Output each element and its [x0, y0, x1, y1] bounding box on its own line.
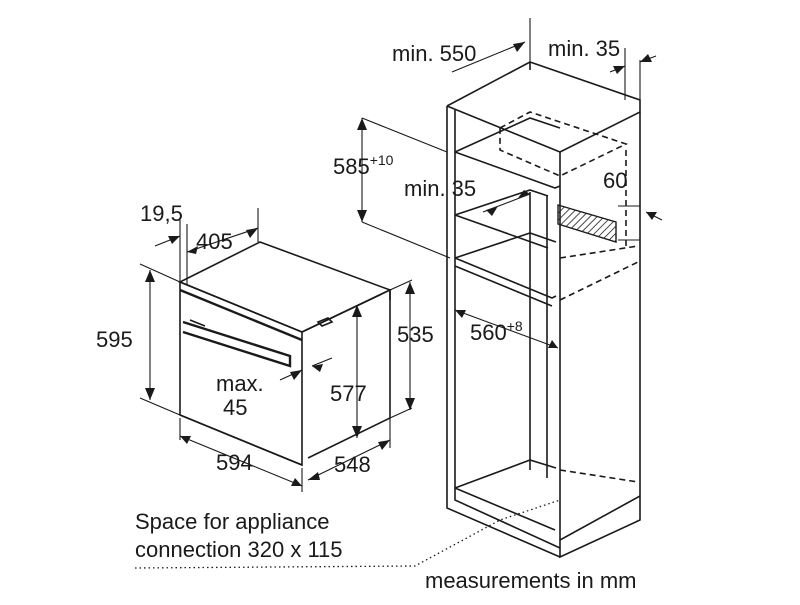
label-rail-gap: min. 35 — [404, 176, 476, 201]
dim-line-niche-width — [454, 309, 559, 349]
arrow-niche-height-bottom — [357, 210, 367, 222]
vent-opening-hatch — [557, 204, 617, 243]
oven-dimensions — [139, 208, 415, 492]
label-cab-depth: min. 550 — [392, 41, 476, 66]
ext-line-body-bottom — [389, 407, 413, 419]
arrow-cab-depth — [513, 42, 525, 52]
label-cab-gap-top: min. 35 — [548, 36, 620, 61]
arrow-oven-depth-right — [378, 440, 390, 450]
label-oven-height: 595 — [96, 327, 133, 352]
arrow-niche-width-right — [548, 340, 558, 348]
label-handle-value: 45 — [223, 395, 247, 420]
dim-line-cab-depth — [451, 41, 526, 73]
oven-handle-bracket — [189, 319, 206, 327]
cabinet-lower-shelf-edge — [454, 265, 553, 307]
cabinet-hidden-bottom — [559, 469, 639, 483]
arrow-rail-gap-a — [486, 206, 498, 216]
arrow-front-thickness — [168, 236, 180, 244]
arrow-oven-width-left — [180, 436, 191, 444]
cabinet-right-side — [559, 112, 641, 559]
arrow-inner-height-top — [352, 305, 362, 317]
label-front-thickness: 19,5 — [140, 201, 183, 226]
oven-door-band — [179, 288, 303, 342]
cabinet-bottom-shelf — [454, 459, 557, 489]
oven — [178, 241, 393, 467]
label-handle-max: max. — [216, 371, 264, 396]
cabinet-bottom-front — [454, 487, 556, 531]
cabinet-hidden-mid2 — [559, 261, 639, 301]
label-connection-line2: connection 320 x 115 — [135, 537, 343, 562]
label-units-note: measurements in mm — [425, 568, 637, 593]
oven-body-side — [301, 288, 391, 459]
labels: min. 550 min. 35 585+10 min. 35 60 560+8… — [96, 36, 637, 593]
cabinet-inner-left — [454, 110, 561, 549]
arrow-niche-height-top — [357, 118, 367, 130]
cabinet-hidden-top — [499, 111, 629, 177]
arrow-gap-top-right — [640, 54, 652, 62]
cabinet — [446, 61, 641, 559]
ext-line-niche-bottom — [361, 221, 451, 259]
ext-line-height-bottom — [139, 397, 181, 416]
dim-handle-b — [311, 357, 333, 367]
cabinet-lower-shelf — [454, 232, 557, 259]
connection-leader — [134, 499, 561, 569]
arrow-body-height-bottom — [405, 398, 415, 410]
label-niche-width: 560+8 — [470, 318, 523, 345]
dim-front-offset — [186, 227, 259, 253]
oven-top — [178, 241, 393, 333]
label-body-height: 535 — [397, 322, 434, 347]
cabinet-rail-upper — [454, 189, 549, 216]
ext-line-height-top — [139, 263, 181, 283]
arrow-oven-width-right — [291, 478, 302, 486]
ext-line-body-top — [389, 279, 413, 291]
arrow-front-offset-b — [246, 228, 258, 238]
label-oven-depth: 548 — [334, 452, 371, 477]
cabinet-top-outline — [446, 61, 641, 153]
oven-handle — [182, 320, 292, 368]
dim-line-oven-depth — [307, 439, 391, 481]
cabinet-rail-upper-front — [454, 214, 549, 249]
arrow-handle-b — [312, 364, 323, 372]
arrow-oven-depth-left — [308, 472, 320, 480]
cabinet-front-outline — [446, 106, 561, 558]
label-inner-height: 577 — [330, 381, 367, 406]
arrow-front-offset-a — [187, 246, 198, 254]
cabinet-upper-shelf — [454, 117, 561, 153]
label-connection-line1: Space for appliance — [135, 509, 329, 534]
arrow-vent — [646, 212, 657, 220]
cabinet-hidden-mid — [559, 245, 639, 259]
label-vent-height: 60 — [603, 168, 627, 193]
arrow-rail-gap-b — [518, 190, 530, 198]
arrow-inner-height-bottom — [352, 426, 362, 438]
cabinet-dimensions — [357, 18, 663, 349]
cabinet-lower-shelf-front — [454, 257, 557, 299]
arrow-niche-width-left — [455, 310, 466, 318]
label-oven-width: 594 — [216, 450, 253, 475]
dim-line-oven-width — [179, 435, 303, 487]
arrow-oven-height-bottom — [145, 388, 155, 400]
cabinet-upper-shelf-front — [454, 151, 561, 189]
label-front-offset: 405 — [196, 229, 233, 254]
oven-knob — [316, 317, 334, 327]
label-niche-height: 585+10 — [333, 152, 394, 179]
oven-base — [179, 414, 303, 466]
arrow-oven-height-top — [145, 270, 155, 282]
arrow-handle-a — [290, 370, 302, 380]
arrow-gap-top-left — [613, 66, 625, 74]
arrow-body-height-top — [405, 282, 415, 294]
ext-line-niche-top — [361, 117, 448, 153]
